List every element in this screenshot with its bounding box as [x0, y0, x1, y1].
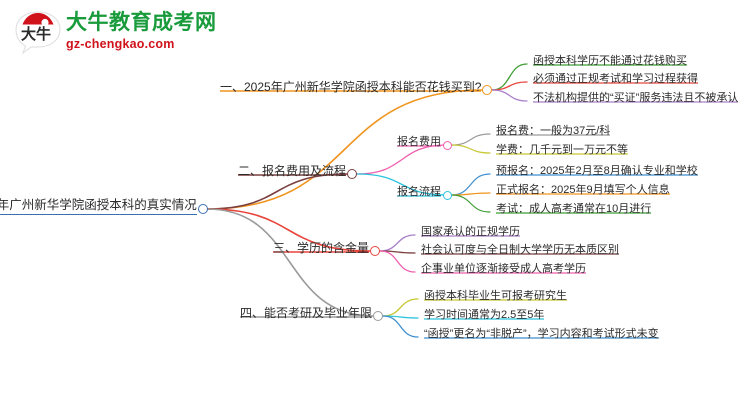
mindmap-leaf-1-3[interactable]: 不法机构提供的“买证”服务违法且不被承认: [533, 92, 739, 104]
node-dot[interactable]: [442, 140, 452, 150]
mindmap-branch-2-node[interactable]: 二、报名费用及流程: [238, 164, 347, 178]
mindmap-leaf-2-2-1[interactable]: 预报名：2025年2月至8月确认专业和学校: [496, 165, 698, 177]
mindmap-leaf-3-1[interactable]: 国家承认的正规学历: [421, 226, 520, 238]
node-dot[interactable]: [370, 246, 380, 256]
node-dot[interactable]: [373, 311, 383, 321]
logo-text-block: 大牛教育成考网 gz-chengkao.com: [66, 11, 217, 51]
mindmap-subbranch-2-2-node[interactable]: 报名流程: [397, 186, 441, 198]
mindmap-leaf-1-2[interactable]: 必须通过正规考试和学习过程获得: [533, 73, 698, 85]
mindmap-branch-4-node[interactable]: 四、能否考研及毕业年限: [240, 306, 373, 320]
logo-title: 大牛教育成考网: [66, 11, 217, 34]
node-dot[interactable]: [482, 85, 492, 95]
mindmap-leaf-2-2-3[interactable]: 考试：成人高考通常在10月进行: [496, 203, 652, 215]
mindmap-leaf-2-2-2[interactable]: 正式报名：2025年9月填写个人信息: [496, 184, 670, 196]
logo-subtitle: gz-chengkao.com: [66, 37, 175, 51]
node-dot[interactable]: [347, 169, 357, 179]
mindmap-branch-3-node[interactable]: 三、学历的含金量: [273, 241, 370, 255]
mindmap-leaf-2-1-1[interactable]: 报名费：一般为37元/科: [496, 125, 611, 137]
mindmap-leaf-1-1[interactable]: 函授本科学历不能通过花钱购买: [533, 55, 687, 67]
mindmap-leaf-4-2[interactable]: 学习时间通常为2.5至5年: [424, 309, 545, 321]
daniu-speech-bubble-logo-icon: 大牛: [15, 11, 61, 54]
mindmap-subbranch-2-1-node[interactable]: 报名费用: [397, 136, 441, 148]
mindmap-root-node[interactable]: 2025年广州新华学院函授本科的真实情况: [0, 198, 197, 215]
mindmap-leaf-2-1-2[interactable]: 学费：几千元到一万元不等: [496, 144, 628, 156]
mindmap-leaf-4-3[interactable]: “函授”更名为“非脱产”，学习内容和考试形式未变: [424, 328, 659, 340]
node-dot[interactable]: [442, 190, 452, 200]
node-dot[interactable]: [198, 204, 208, 214]
mindmap-leaf-3-2[interactable]: 社会认可度与全日制大学学历无本质区别: [421, 244, 619, 256]
mindmap-branch-1-node[interactable]: 一、2025年广州新华学院函授本科能否花钱买到?: [220, 80, 482, 94]
site-header: 大牛 大牛教育成考网 gz-chengkao.com: [0, 0, 750, 62]
mindmap-leaf-4-1[interactable]: 函授本科毕业生可报考研究生: [424, 290, 567, 302]
svg-text:大牛: 大牛: [21, 25, 51, 43]
mindmap-leaf-3-3[interactable]: 企事业单位逐渐接受成人高考学历: [421, 263, 586, 275]
